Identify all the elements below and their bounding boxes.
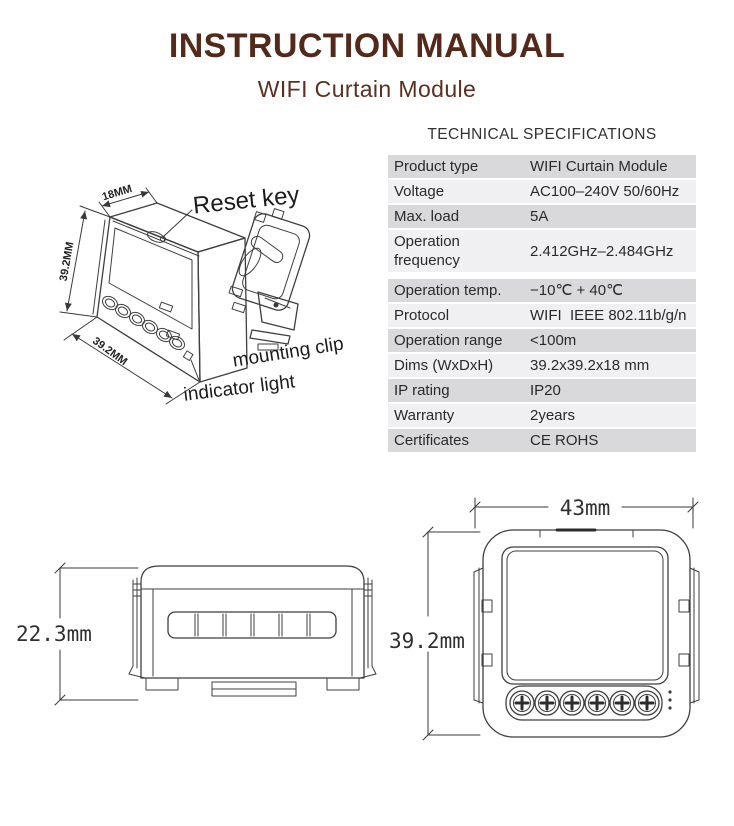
spec-label: Warranty: [394, 407, 455, 424]
table-row: Operation range <100m: [388, 329, 696, 354]
front-height-dimension: 39.2mm: [389, 526, 481, 741]
spec-label: Certificates: [394, 432, 470, 449]
front-rail-left: [473, 567, 493, 704]
spec-value: IP20: [530, 382, 561, 399]
spec-label: Dims (WxDxH): [394, 357, 494, 374]
side-view-dimension: 22.3mm: [16, 562, 139, 706]
spec-value: <100m: [530, 332, 577, 349]
iso-diagram: 18MM 39.2MM 39.2MM Reset key mounting cl…: [58, 182, 345, 406]
spec-value: 2.412GHz–2.484GHz: [530, 242, 674, 260]
spec-value: WIFI Curtain Module: [530, 158, 668, 175]
side-view-diagram: 22.3mm: [16, 562, 377, 706]
spec-label: Max. load: [394, 208, 460, 225]
terminal-strip-side: [167, 611, 337, 639]
table-row: Protocol WIFI IEEE 802.11b/g/n: [388, 304, 696, 329]
table-row: Certificates CE ROHS: [388, 429, 696, 454]
spec-label: Operation range: [394, 332, 503, 349]
side-clip-right: [359, 577, 377, 679]
page-subtitle: WIFI Curtain Module: [257, 76, 477, 102]
spec-label: Product type: [394, 158, 479, 175]
spec-label: Operation frequency: [394, 233, 460, 269]
spec-label: Voltage: [394, 183, 445, 200]
side-height-dim: 22.3mm: [16, 622, 92, 646]
table-row: Dims (WxDxH) 39.2x39.2x18 mm: [388, 354, 696, 379]
front-view-diagram: 43mm 39.2mm: [389, 496, 700, 741]
indicator-led-icon: [182, 350, 194, 362]
reset-key-icon: [146, 231, 166, 243]
spec-value: CE ROHS: [530, 432, 599, 449]
table-row: Max. load 5A: [388, 205, 696, 230]
spec-value: WIFI IEEE 802.11b/g/n: [530, 307, 687, 324]
front-width-dim: 43mm: [560, 496, 611, 520]
mounting-clip-label: mounting clip: [231, 333, 345, 371]
specs-heading: TECHNICAL SPECIFICATIONS: [427, 126, 657, 143]
side-clip-left: [128, 577, 146, 679]
spec-value: 39.2x39.2x18 mm: [530, 357, 650, 374]
specs-table: Product type WIFI Curtain Module Voltage A…: [388, 155, 696, 454]
spec-value: 5A: [530, 208, 549, 225]
side-view-feet: [145, 677, 360, 697]
front-height-dim: 39.2mm: [389, 629, 465, 653]
front-led-dots: [668, 690, 672, 710]
side-view-body: [128, 565, 377, 697]
mounting-clip-drawing: [228, 208, 311, 351]
table-row: IP rating IP20: [388, 379, 696, 404]
table-row: Operation temp. −10℃ + 40℃: [388, 279, 696, 304]
spec-value: −10℃ + 40℃: [530, 282, 623, 299]
table-row: Operation frequency 2.412GHz–2.484GHz: [388, 230, 696, 274]
spec-label: Protocol: [394, 307, 450, 324]
spec-label: IP rating: [394, 382, 450, 399]
front-view-body: [473, 528, 700, 738]
front-width-dimension: 43mm: [469, 496, 699, 529]
iso-depth-dim: 18MM: [101, 183, 134, 203]
table-row: Product type WIFI Curtain Module: [388, 155, 696, 180]
iso-callouts: Reset key mounting clip indicator light: [163, 182, 345, 406]
spec-value: 2years: [530, 407, 576, 424]
spec-label: Operation temp.: [394, 282, 502, 299]
front-rail-right: [678, 567, 700, 704]
terminal-screws: [505, 685, 663, 721]
iso-width-dim: 39.2MM: [90, 335, 129, 368]
table-row: Voltage AC100–240V 50/60Hz: [388, 180, 696, 205]
reset-key-label: Reset key: [192, 182, 301, 220]
table-row: Warranty 2years: [388, 404, 696, 429]
spec-value: AC100–240V 50/60Hz: [530, 183, 680, 200]
page-title: INSTRUCTION MANUAL: [168, 27, 566, 65]
